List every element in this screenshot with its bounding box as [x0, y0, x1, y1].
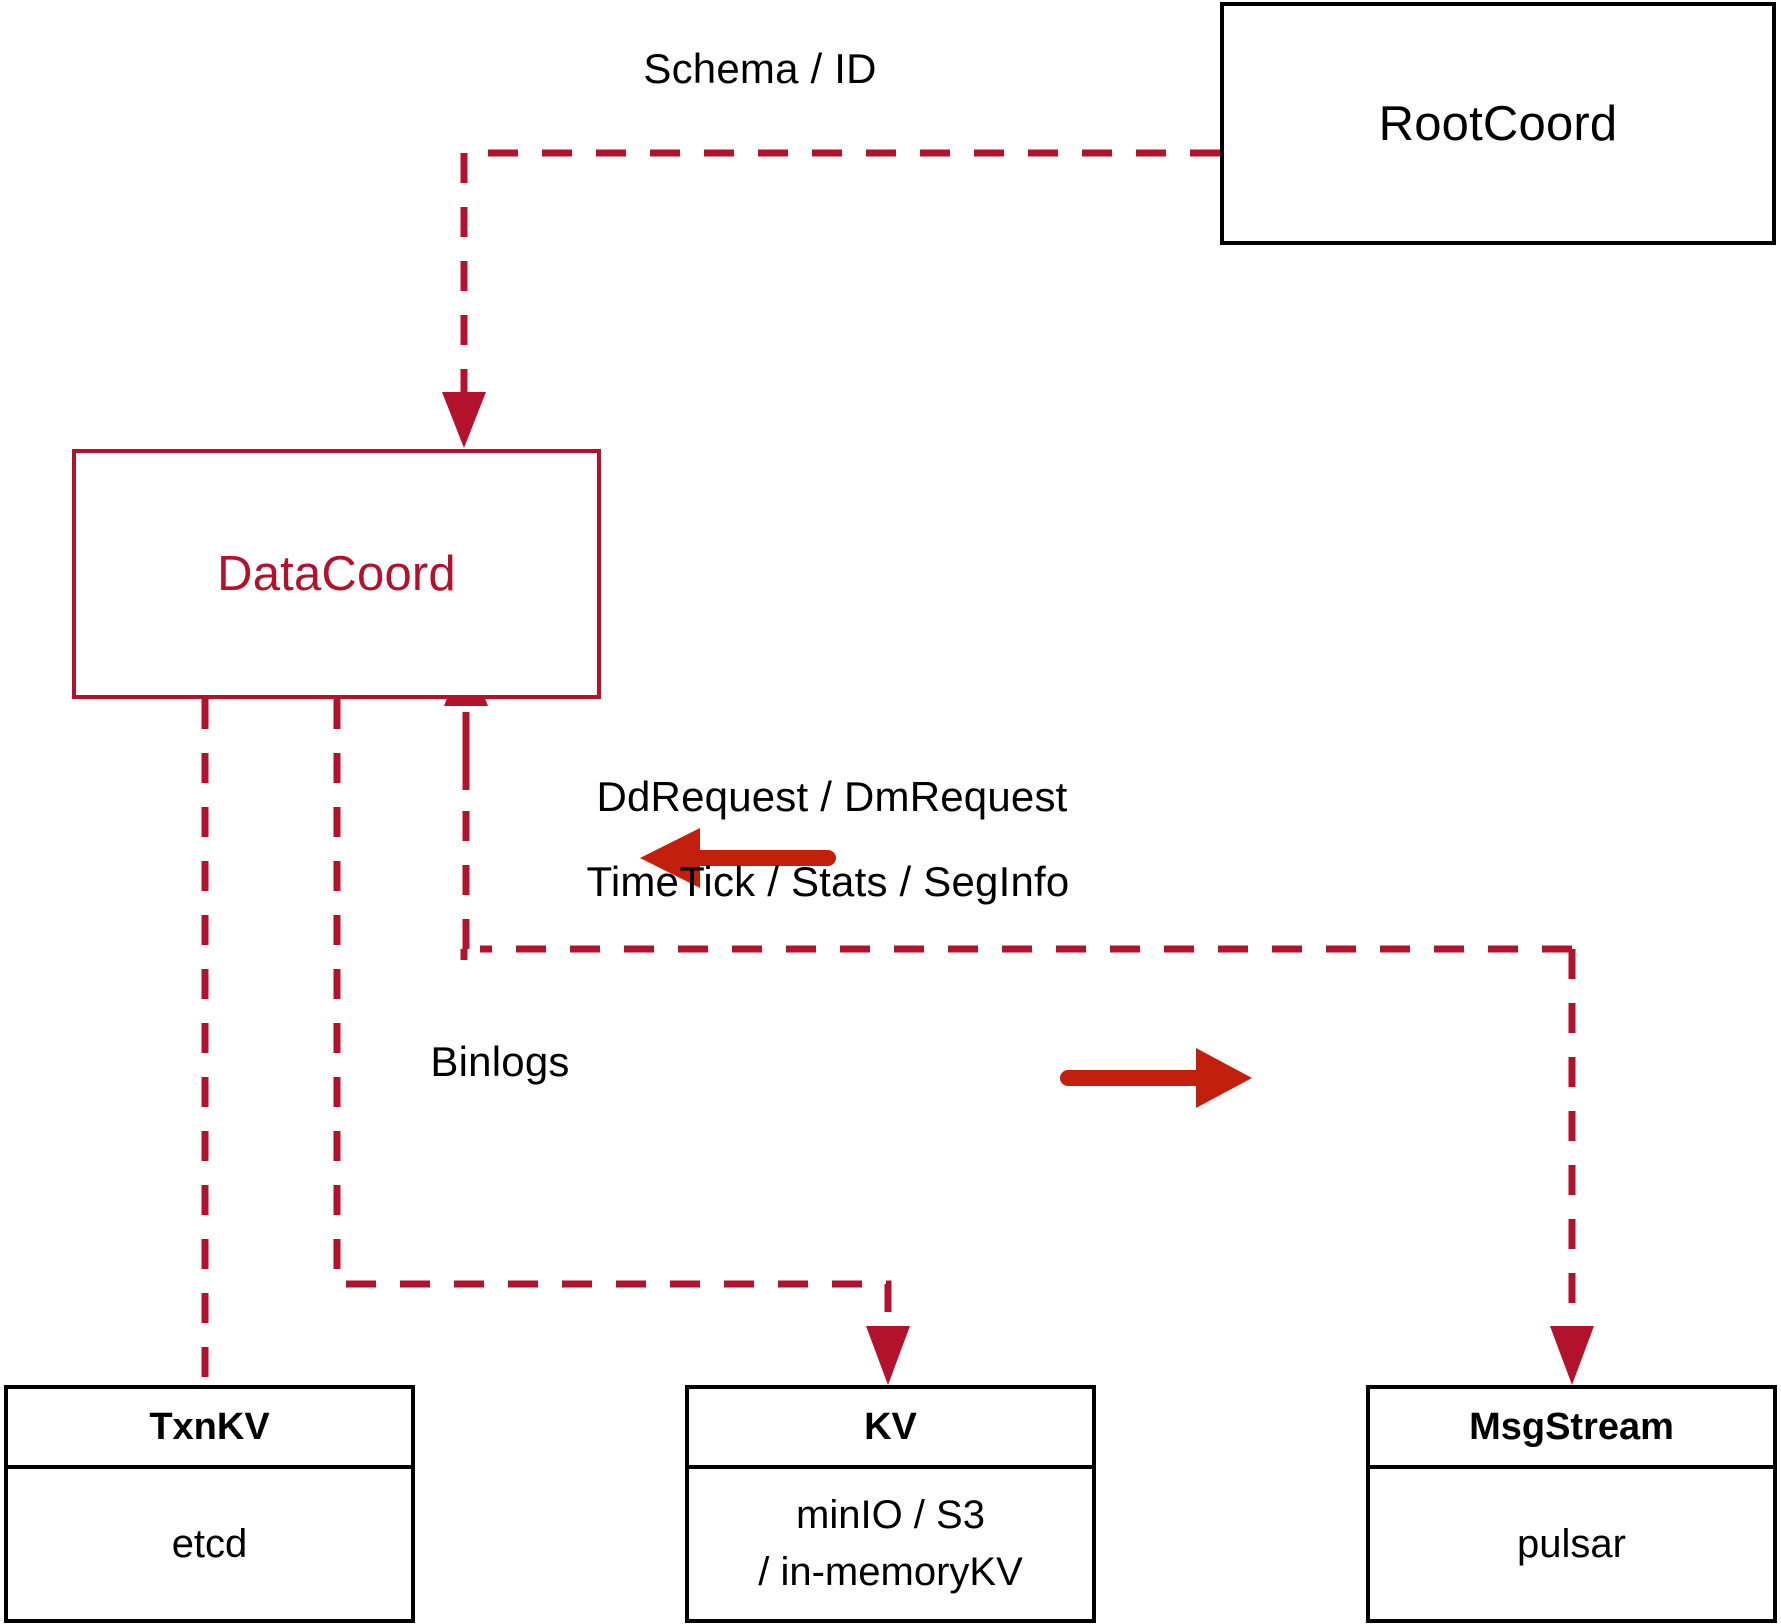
msgstream-header: MsgStream: [1370, 1389, 1773, 1469]
kv-body: minIO / S3 / in-memoryKV: [689, 1469, 1092, 1619]
arrow-ddrequest-left: [640, 828, 836, 888]
node-txnkv[interactable]: TxnKV etcd: [4, 1385, 415, 1623]
edge-label-binlogs: Binlogs: [430, 1038, 570, 1085]
txnkv-body-line: etcd: [171, 1521, 248, 1566]
msgstream-body-line: pulsar: [1517, 1521, 1626, 1566]
edge-datacoord-to-msgstream: [1550, 949, 1594, 1385]
txnkv-body: etcd: [8, 1469, 411, 1619]
node-msgstream[interactable]: MsgStream pulsar: [1366, 1385, 1777, 1623]
edge-label-timetick-stats-seginfo: TimeTick / Stats / SegInfo: [586, 858, 1070, 905]
edge-schema-id: [442, 149, 1220, 448]
edge-label-schema-id: Schema / ID: [643, 45, 877, 92]
rootcoord-label: RootCoord: [1378, 96, 1618, 151]
kv-body-line2: / in-memoryKV: [758, 1550, 1023, 1594]
node-kv[interactable]: KV minIO / S3 / in-memoryKV: [685, 1385, 1096, 1623]
msgstream-body: pulsar: [1370, 1469, 1773, 1619]
arrow-timetick-right: [1060, 1048, 1252, 1108]
node-datacoord[interactable]: DataCoord: [72, 449, 601, 699]
edge-label-ddrequest-dmrequest: DdRequest / DmRequest: [596, 773, 1068, 820]
kv-body-line1: minIO / S3: [796, 1493, 985, 1538]
txnkv-header: TxnKV: [8, 1389, 411, 1469]
edge-datacoord-to-kv: [333, 699, 910, 1385]
node-rootcoord[interactable]: RootCoord: [1220, 2, 1776, 245]
datacoord-label: DataCoord: [217, 547, 456, 601]
kv-header: KV: [689, 1389, 1092, 1469]
